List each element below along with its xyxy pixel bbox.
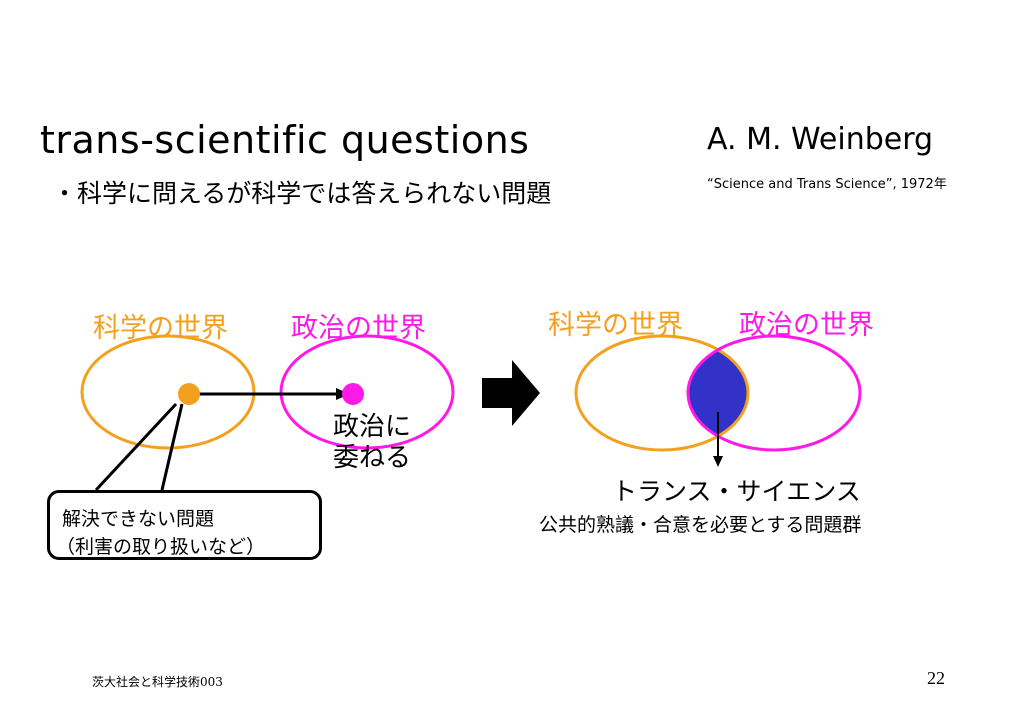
science-world-ellipse bbox=[80, 334, 256, 450]
science-world-label-2: 科学の世界 bbox=[548, 310, 683, 341]
delegate-line-2: 委ねる bbox=[333, 443, 412, 473]
trans-science-description: 公共的熟議・合意を必要とする問題群 bbox=[539, 514, 862, 536]
unsolved-problem-line-1: 解決できない問題 bbox=[62, 508, 215, 530]
slide-subtitle: ・科学に問えるが科学では答えられない問題 bbox=[52, 179, 552, 208]
politics-world-ellipse bbox=[279, 334, 455, 450]
slide-title: trans-scientific questions bbox=[40, 118, 530, 162]
politics-world-label-2: 政治の世界 bbox=[739, 310, 874, 341]
science-world-ellipse-2 bbox=[574, 334, 750, 452]
overlap-region bbox=[688, 336, 748, 450]
trans-science-arrow-head bbox=[713, 456, 723, 467]
unsolved-problem-line-2: （利害の取り扱いなど） bbox=[56, 536, 266, 558]
politics-issue-dot bbox=[342, 383, 364, 405]
delegate-to-politics-text: 政治に 委ねる bbox=[333, 412, 411, 474]
transition-arrow bbox=[482, 360, 540, 426]
callout-line-right bbox=[160, 403, 184, 491]
page-number: 22 bbox=[927, 668, 945, 688]
citation: “Science and Trans Science”, 1972年 bbox=[707, 177, 947, 192]
author: A. M. Weinberg bbox=[707, 122, 934, 157]
science-world-label: 科学の世界 bbox=[93, 313, 228, 344]
callout-line-left bbox=[94, 402, 178, 492]
science-issue-dot bbox=[178, 383, 200, 405]
trans-science-label: トランス・サイエンス bbox=[612, 477, 861, 506]
footer-text: 茨大社会と科学技術003 bbox=[92, 675, 223, 689]
unsolved-problem-callout bbox=[47, 490, 322, 560]
politics-world-label: 政治の世界 bbox=[291, 313, 426, 344]
delegate-line-1: 政治に bbox=[333, 412, 412, 442]
politics-world-ellipse-2 bbox=[686, 334, 862, 452]
